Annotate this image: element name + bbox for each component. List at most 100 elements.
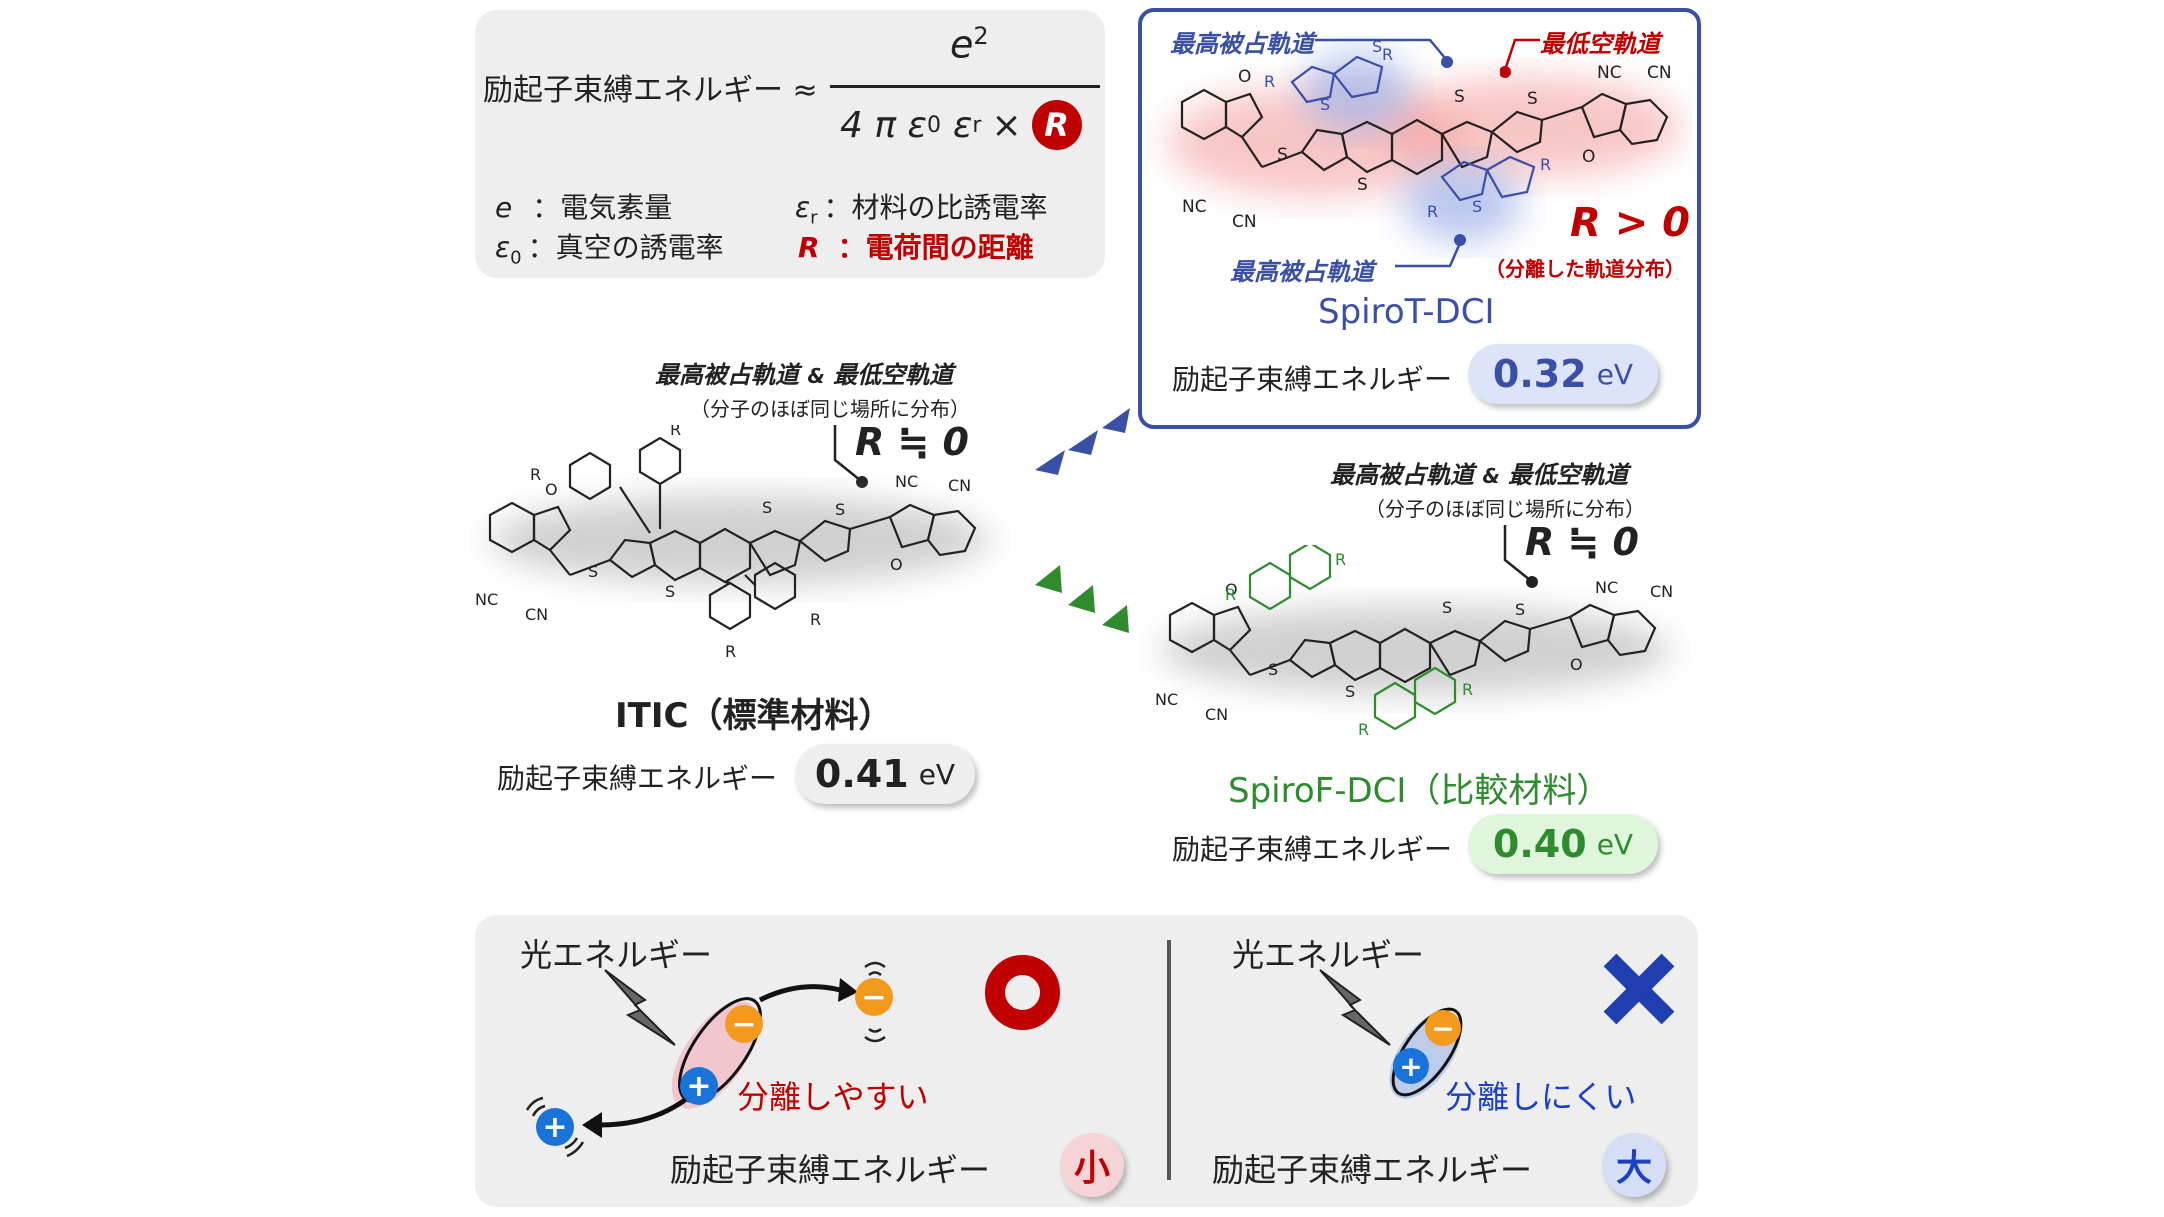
free-minus-charge: −: [855, 978, 893, 1016]
svg-text:S: S: [1442, 598, 1452, 617]
itic-molecule: O S S S S NC CN NC CN O R R R R: [475, 425, 990, 661]
svg-text:R: R: [1462, 680, 1473, 699]
free-plus-charge: +: [536, 1108, 574, 1146]
itic-leader: [833, 425, 868, 488]
spiroT-lumo-leader: [1500, 38, 1540, 78]
svg-text:R: R: [725, 642, 736, 661]
svg-text:S: S: [1345, 682, 1355, 701]
left-light-label: 光エネルギー: [520, 936, 713, 974]
small-badge: 小: [1060, 1133, 1124, 1197]
svg-text:R: R: [1427, 202, 1438, 221]
spiroF-r-condition: R ≒ 0: [1525, 520, 1639, 564]
svg-text:S: S: [835, 500, 845, 519]
svg-text:S: S: [1277, 145, 1288, 165]
svg-text:CN: CN: [1650, 582, 1673, 601]
large-badge: 大: [1602, 1133, 1666, 1197]
r-badge: R: [1031, 100, 1082, 150]
svg-text:NC: NC: [1182, 197, 1207, 217]
svg-text:R: R: [1264, 72, 1275, 91]
spiroT-homo-bottom: 最高被占軌道: [1230, 258, 1374, 286]
spiroT-homo-top-leader: [1315, 38, 1453, 68]
left-separation-label: 分離しやすい: [737, 1078, 929, 1116]
svg-text:R: R: [1358, 720, 1369, 739]
svg-text:NC: NC: [895, 472, 918, 491]
itic-name: ITIC（標準材料）: [615, 696, 893, 736]
svg-text:R: R: [530, 465, 541, 484]
spiroF-name: SpiroF-DCI（比較材料）: [1228, 771, 1611, 811]
spiroF-distribution-note: （分子のほぼ同じ場所に分布）: [1365, 497, 1645, 521]
itic-energy-label: 励起子束縛エネルギー: [497, 762, 778, 795]
svg-text:S: S: [1320, 95, 1330, 114]
svg-text:R: R: [1540, 155, 1551, 174]
spiroT-energy-label: 励起子束縛エネルギー: [1172, 363, 1453, 396]
spiroF-energy-label: 励起子束縛エネルギー: [1172, 833, 1453, 866]
spiroT-name: SpiroT-DCI: [1318, 292, 1495, 332]
svg-text:R: R: [810, 610, 821, 629]
svg-text:R: R: [1335, 550, 1346, 569]
svg-text:CN: CN: [948, 476, 971, 495]
svg-text:O: O: [1570, 655, 1583, 674]
fraction-bar: [830, 85, 1100, 88]
svg-text:O: O: [1225, 580, 1238, 599]
left-plus-charge: +: [680, 1067, 718, 1105]
svg-text:S: S: [588, 562, 598, 581]
green-chevrons-icon: [1035, 565, 1129, 633]
def-r: R：電荷間の距離: [798, 231, 1034, 264]
blue-chevrons-icon: [1035, 408, 1130, 475]
itic-distribution-note: （分子のほぼ同じ場所に分布）: [690, 397, 970, 421]
left-energy-label: 励起子束縛エネルギー: [670, 1151, 991, 1189]
left-lightning-icon: [604, 969, 676, 1046]
svg-text:CN: CN: [1647, 63, 1672, 83]
free-minus-vibration-icon: [864, 961, 886, 1043]
svg-text:S: S: [1472, 197, 1482, 216]
svg-text:O: O: [545, 480, 558, 499]
def-epsr: εr：材料の比誘電率: [795, 191, 1048, 229]
cross-bad-icon: [1603, 953, 1675, 1025]
svg-text:S: S: [1357, 175, 1368, 195]
svg-text:S: S: [1527, 89, 1538, 109]
spiroT-homo-top: 最高被占軌道: [1170, 30, 1314, 58]
right-minus-charge: −: [1425, 1010, 1461, 1046]
right-light-label: 光エネルギー: [1232, 936, 1425, 974]
spiroT-r-condition: R > 0: [1570, 200, 1690, 246]
right-plus-charge: +: [1393, 1048, 1429, 1084]
svg-text:S: S: [665, 582, 675, 601]
svg-text:R: R: [1382, 45, 1393, 64]
svg-text:S: S: [762, 498, 772, 517]
svg-text:R: R: [670, 425, 681, 439]
spiroT-homo-bottom-leader: [1395, 234, 1466, 268]
formula-panel: [475, 10, 1105, 278]
spiroT-r-note: （分離した軌道分布）: [1485, 257, 1685, 281]
circle-good-icon: [985, 955, 1060, 1030]
formula-numerator: e2: [950, 22, 989, 67]
svg-text:S: S: [1268, 660, 1278, 679]
def-eps0: ε0：真空の誘電率: [495, 231, 724, 269]
bottom-divider: [1167, 940, 1171, 1180]
left-minus-charge: −: [725, 1005, 763, 1043]
svg-text:O: O: [890, 555, 903, 574]
svg-text:S: S: [1372, 37, 1382, 56]
formula-lhs: 励起子束縛エネルギー ≈: [483, 73, 818, 108]
right-separation-label: 分離しにくい: [1445, 1078, 1637, 1116]
svg-text:S: S: [1454, 87, 1465, 107]
def-e: e：電気素量: [495, 191, 673, 224]
svg-text:NC: NC: [475, 590, 498, 609]
right-lightning-icon: [1319, 969, 1391, 1046]
svg-text:CN: CN: [1205, 705, 1228, 724]
svg-text:CN: CN: [525, 605, 548, 624]
svg-text:R: R: [1225, 585, 1236, 604]
svg-text:S: S: [1515, 600, 1525, 619]
svg-text:O: O: [1582, 147, 1595, 167]
svg-text:CN: CN: [1232, 212, 1257, 232]
itic-orbital-label: 最高被占軌道 & 最低空軌道: [655, 361, 954, 389]
svg-text:O: O: [1238, 67, 1251, 87]
svg-text:NC: NC: [1155, 690, 1178, 709]
spiroT-lumo: 最低空軌道: [1540, 30, 1660, 58]
spiroF-leader: [1503, 525, 1538, 588]
itic-r-condition: R ≒ 0: [855, 420, 969, 464]
spiroT-molecule: O S S S S NC CN NC CN O R R S S R R S: [1167, 37, 1682, 242]
